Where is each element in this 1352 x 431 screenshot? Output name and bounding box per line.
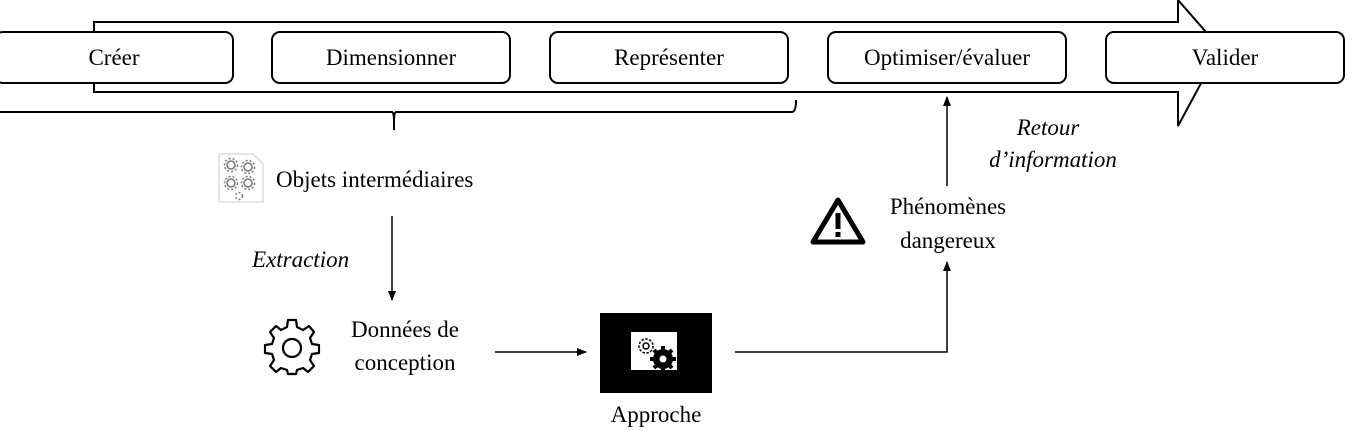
step-creer: Créer (0, 31, 234, 84)
feedback-line2: d’information (989, 147, 1117, 172)
hazards-line1: Phénomènes (889, 194, 1007, 219)
extraction-label: Extraction (252, 247, 350, 272)
hazards-line2: dangereux (900, 228, 996, 253)
objects-label: Objets intermédiaires (276, 167, 474, 192)
design-data-line1: Données de (351, 317, 459, 342)
step-label: Dimensionner (325, 44, 457, 70)
design-data-line2: conception (354, 350, 456, 375)
step-label: Créer (88, 44, 140, 70)
step-label: Représenter (614, 44, 724, 70)
warning-triangle-icon (810, 197, 866, 245)
grouping-brace (0, 99, 797, 130)
step-valider: Valider (1105, 31, 1345, 84)
step-dimensionner: Dimensionner (271, 31, 511, 84)
step-representer: Représenter (549, 31, 789, 84)
step-label: Valider (1191, 44, 1259, 70)
gears-screen-icon (631, 332, 677, 372)
step-label: Optimiser/évaluer (863, 44, 1031, 70)
approach-box (600, 313, 712, 393)
gear-outline-icon (263, 318, 321, 376)
feedback-line1: Retour (1016, 115, 1080, 140)
step-optimiser-evaluer: Optimiser/évaluer (827, 31, 1067, 84)
approach-to-hazards-arrow (735, 261, 951, 353)
approach-label: Approche (610, 402, 702, 427)
gears-document-icon (218, 153, 264, 203)
